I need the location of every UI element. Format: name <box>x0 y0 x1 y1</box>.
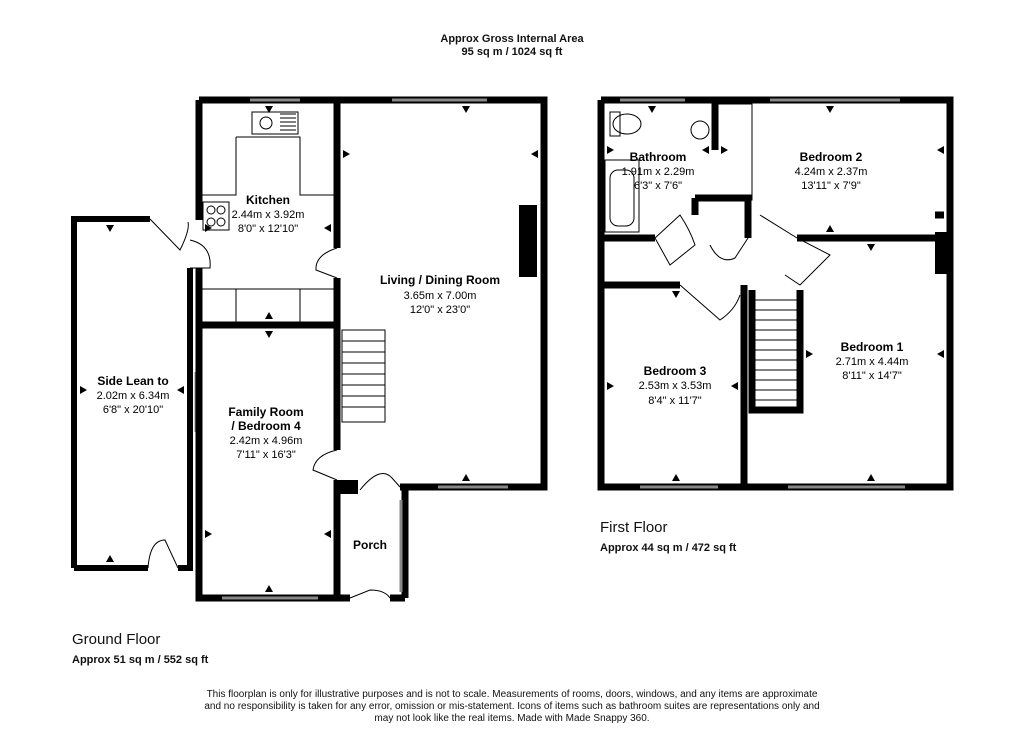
bedroom1-label: Bedroom 1 <box>841 340 904 354</box>
kitchen-metric: 2.44m x 3.92m <box>232 209 305 221</box>
side-lean-metric: 2.02m x 6.34m <box>97 390 170 402</box>
ground-doors <box>147 218 401 599</box>
family-room-label-line2: / Bedroom 4 <box>231 419 301 433</box>
disclaimer-line3: may not look like the real items. Made w… <box>374 713 650 724</box>
bedroom3-imperial: 8'4" x 11'7" <box>648 395 701 407</box>
first-windows <box>620 98 905 489</box>
bedroom3-label: Bedroom 3 <box>644 364 707 378</box>
main-walls <box>195 96 548 602</box>
disclaimer-line1: This floorplan is only for illustrative … <box>206 689 818 700</box>
first-floor-plan <box>597 96 954 491</box>
kitchen-fittings <box>202 111 336 322</box>
living-imperial: 12'0" x 23'0" <box>410 304 470 316</box>
ground-room-labels: Kitchen 2.44m x 3.92m 8'0" x 12'10" Livi… <box>97 193 500 552</box>
porch-pier <box>340 480 358 494</box>
family-room-metric: 2.42m x 4.96m <box>230 435 303 447</box>
bedroom1-chimney <box>935 232 949 274</box>
bathroom-label: Bathroom <box>630 150 687 164</box>
bedroom2-imperial: 13'11" x 7'9" <box>801 180 861 192</box>
ground-stairs <box>341 329 386 423</box>
gross-area-value: 95 sq m / 1024 sq ft <box>461 46 563 58</box>
side-lean-walls <box>71 216 193 571</box>
first-doors <box>654 214 831 321</box>
side-lean-imperial: 6'8" x 20'10" <box>103 404 163 416</box>
living-metric: 3.65m x 7.00m <box>404 290 477 302</box>
bedroom2-label: Bedroom 2 <box>800 150 863 164</box>
ground-floor-area: Approx 51 sq m / 552 sq ft <box>72 654 209 666</box>
family-room-imperial: 7'11" x 16'3" <box>236 449 296 461</box>
bedroom1-imperial: 8'11" x 14'7" <box>842 370 902 382</box>
living-label: Living / Dining Room <box>380 273 500 287</box>
living-chimney-breast <box>519 205 537 277</box>
bathroom-metric: 1.91m x 2.29m <box>622 166 695 178</box>
bathroom-fittings <box>604 103 753 233</box>
first-floor-area: Approx 44 sq m / 472 sq ft <box>600 542 737 554</box>
kitchen-label: Kitchen <box>246 193 290 207</box>
ground-dimension-arrows <box>80 106 538 592</box>
ground-windows <box>222 98 508 600</box>
bedroom3-metric: 2.53m x 3.53m <box>639 380 712 392</box>
first-stairs <box>752 299 800 401</box>
first-floor-title: First Floor <box>600 519 668 536</box>
disclaimer-line2: and no responsibility is taken for any e… <box>204 701 820 712</box>
porch-label: Porch <box>353 538 387 552</box>
first-room-labels: Bathroom 1.91m x 2.29m 6'3" x 7'6" Bedro… <box>622 150 909 407</box>
kitchen-imperial: 8'0" x 12'10" <box>238 223 298 235</box>
bedroom1-metric: 2.71m x 4.44m <box>836 356 909 368</box>
bathroom-imperial: 6'3" x 7'6" <box>634 180 682 192</box>
disclaimer: This floorplan is only for illustrative … <box>150 689 874 725</box>
ground-floor-plan <box>71 96 548 602</box>
bedroom2-metric: 4.24m x 2.37m <box>795 166 868 178</box>
family-room-label: Family Room <box>228 405 303 419</box>
gross-area-title: Approx Gross Internal Area <box>440 33 584 45</box>
side-lean-label: Side Lean to <box>97 374 168 388</box>
ground-floor-title: Ground Floor <box>72 631 161 648</box>
first-dimension-arrows <box>607 106 944 481</box>
